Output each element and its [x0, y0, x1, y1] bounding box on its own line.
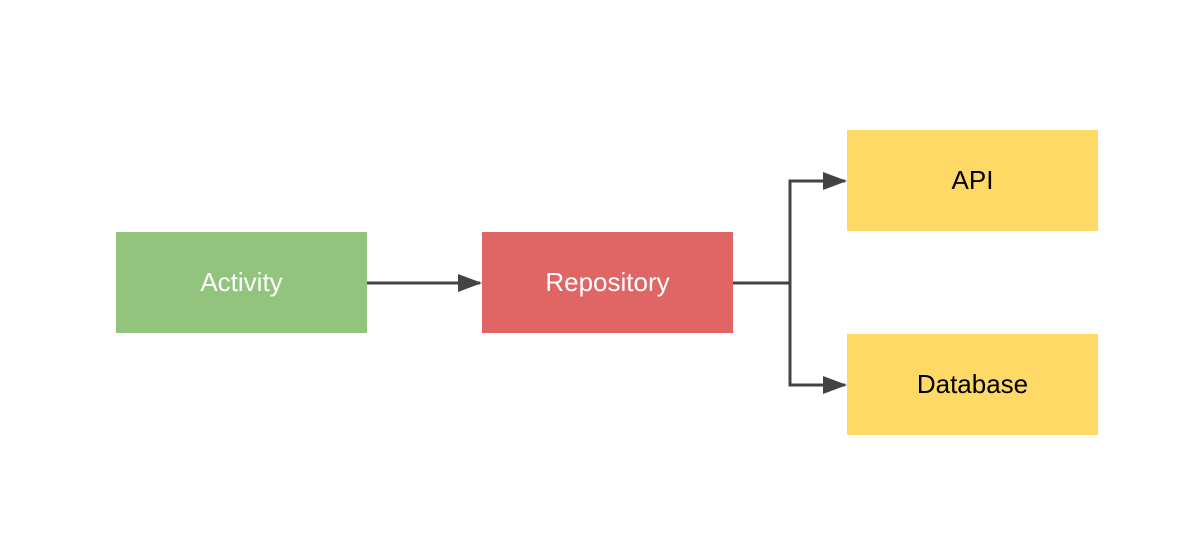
database-label: Database: [916, 369, 1029, 399]
edge-repository-to-database: [788, 283, 847, 394]
activity-node: Activity: [116, 232, 367, 333]
activity-label: Activity: [200, 267, 283, 297]
edge-repository-to-api: [733, 172, 847, 285]
repository-label: Repository: [545, 267, 670, 297]
repository-node: Repository: [482, 232, 733, 333]
api-label: API: [951, 165, 994, 195]
database-node: Database: [847, 334, 1098, 435]
api-node: API: [847, 130, 1098, 231]
